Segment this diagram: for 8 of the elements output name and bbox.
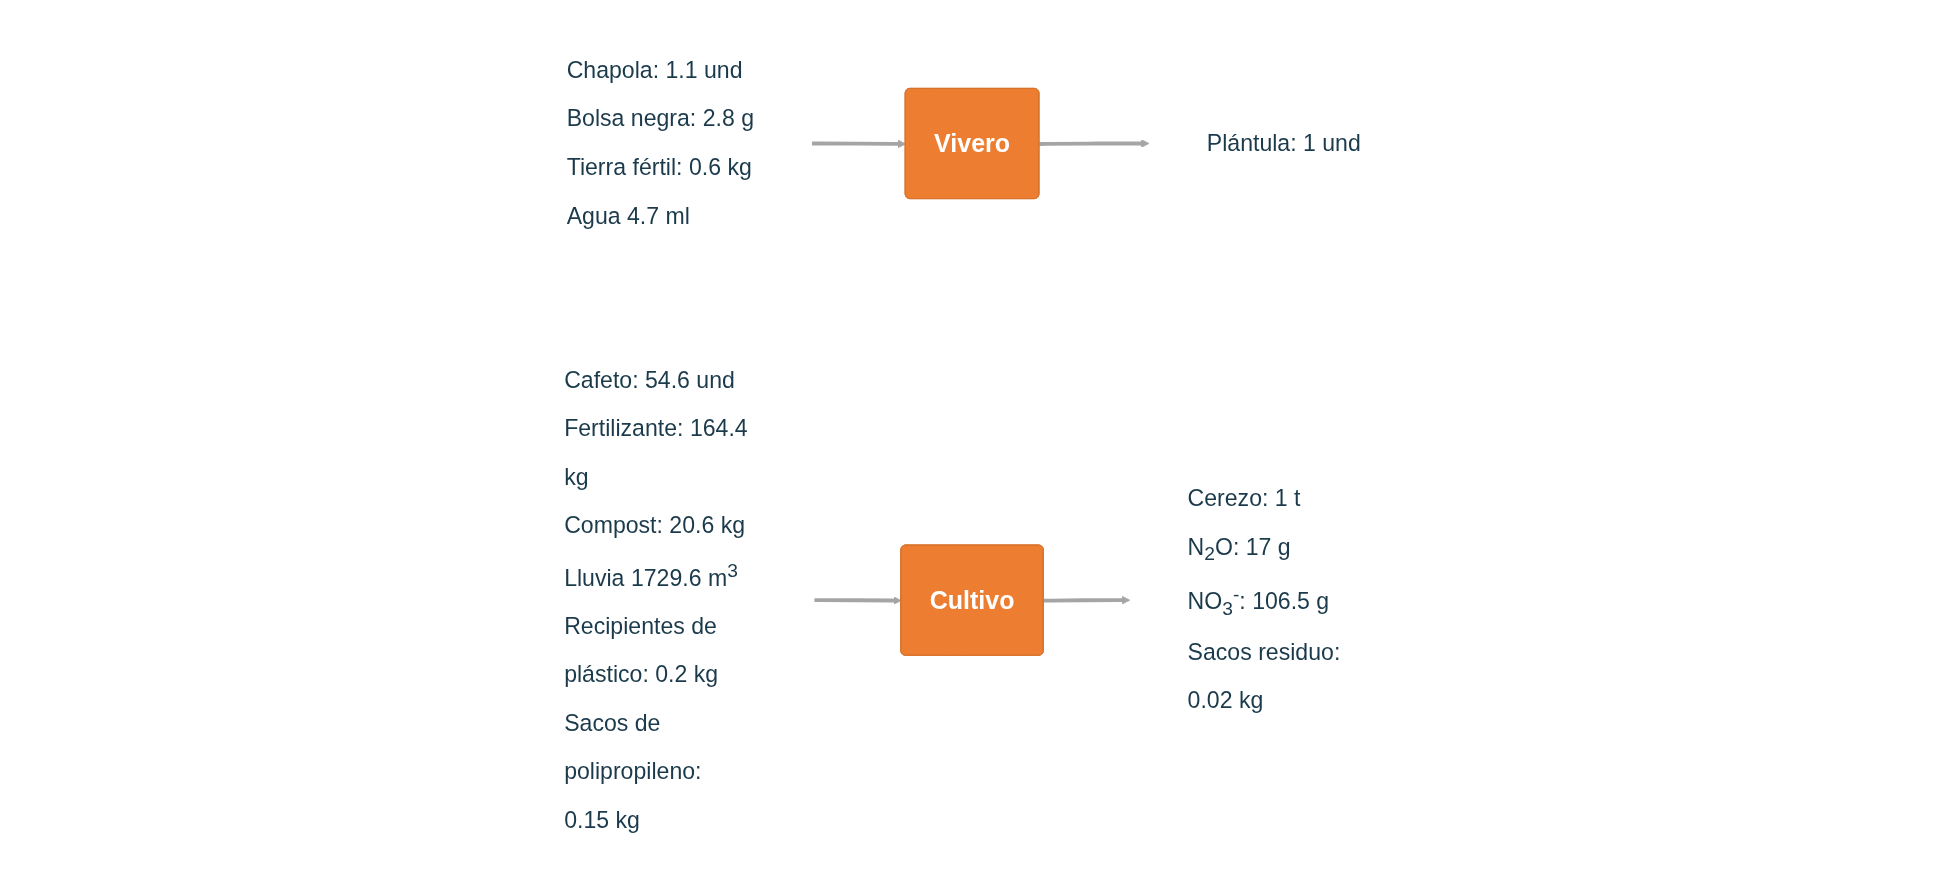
arrow bbox=[1039, 139, 1150, 148]
node-text: Plántula: 1 und bbox=[1206, 129, 1361, 156]
arrow bbox=[814, 596, 902, 605]
arrow bbox=[811, 139, 906, 149]
node-text: Cafeto: 54.6 und Fertilizante: 164.4 kg Compost: 20.6 kg Lluvia 1729.6 m$^{3}$ Recipientes de plástico: 0.2 kg Sacos de polipropileno: 0.15 kg bbox=[564, 366, 748, 833]
node-text: Cerezo: 1 t N$_{2}$O: 17 g NO$_{3}$$^{-}$: 106.5 g Sacos residuo: 0.02 kg bbox=[1187, 485, 1341, 714]
arrow bbox=[1043, 595, 1131, 605]
node-text: Chapola: 1.1 und Bolsa negra: 2.8 g Tierra fértil: 0.6 kg Agua 4.7 ml bbox=[566, 57, 754, 229]
